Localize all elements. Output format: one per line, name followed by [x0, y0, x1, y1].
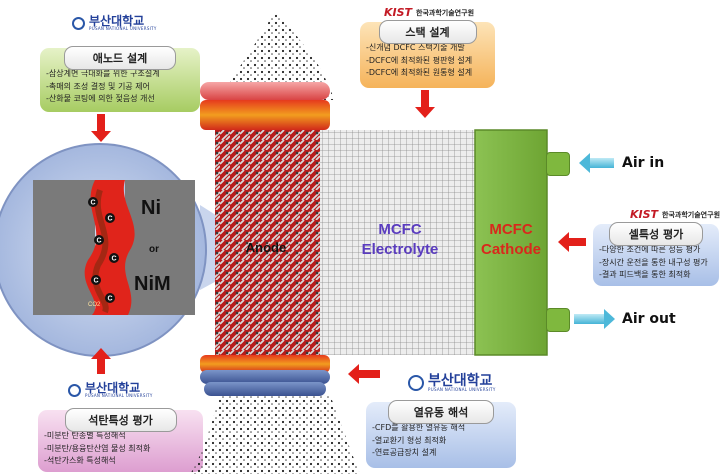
arrow-down-icon	[415, 90, 435, 118]
air-in-arrow-icon	[579, 153, 614, 173]
anode-label: Anode	[246, 240, 286, 255]
stack-design-title: 스택 설계	[378, 20, 477, 44]
cathode-body	[474, 129, 548, 356]
air-out-nozzle	[546, 308, 570, 332]
carbon-symbol: C	[94, 278, 99, 285]
carbon-particles	[88, 197, 119, 303]
bottom-band-blue-lower	[204, 382, 326, 396]
pnu-logo-title: 부산대학교	[89, 14, 145, 28]
stack-design-item: -신개념 DCFC 스택기술 개발	[366, 43, 465, 52]
air-out-label: Air out	[622, 311, 676, 327]
kist-logo: KIST 한국과학기술연구원	[630, 208, 720, 221]
coal-eval-item: -석탄가스화 특성해석	[44, 456, 116, 465]
pnu-logo-sub: PUSAN NATIONAL UNIVERSITY	[85, 393, 153, 398]
carbon-symbol: C	[97, 238, 102, 245]
air-out-arrow-icon	[574, 309, 615, 329]
stack-design-item: -DCFC에 최적화된 평판형 설계	[366, 55, 473, 65]
pnu-logo: 부산대학교 PUSAN NATIONAL UNIVERSITY	[68, 382, 153, 398]
cathode-label-1: MCFC	[489, 221, 532, 238]
pnu-logo: 부산대학교 PUSAN NATIONAL UNIVERSITY	[408, 374, 496, 392]
air-in-label: Air in	[622, 155, 665, 171]
stack-design-panel: 스택 설계 -신개념 DCFC 스택기술 개발 -DCFC에 최적화된 평판형 …	[360, 20, 495, 88]
pnu-logo-title: 부산대학교	[428, 373, 493, 389]
stack-design-item: -DCFC에 최적화된 원통형 설계	[366, 68, 473, 77]
or-label: or	[149, 244, 159, 255]
thermal-analysis-item: -CFD를 활용한 열유동 해석	[372, 423, 466, 432]
arrow-left-icon	[348, 364, 380, 384]
carbon-symbol: C	[91, 200, 96, 207]
coal-eval-item: -미분탄/용융탄산염 물성 최적화	[44, 443, 151, 453]
coal-particle-chain	[92, 189, 109, 314]
cell-eval-panel: 셀특성 평가 -다양한 조건에 따른 성능 평가 -장시간 운전을 통한 내구성…	[593, 222, 719, 286]
arrow-down-icon	[91, 114, 111, 142]
cell-eval-item: -결과 피드백을 통한 최적화	[599, 270, 691, 279]
carbon-symbol: C	[112, 256, 117, 263]
pnu-emblem-icon	[68, 383, 81, 397]
co2-label: CO2	[88, 302, 101, 308]
nim-label: NiM	[134, 273, 171, 295]
kist-logo-title: 한국과학기술연구원	[662, 210, 721, 219]
kist-mark-icon: KIST	[384, 6, 413, 19]
thermal-analysis-item: -연료공급장치 설계	[372, 448, 437, 457]
electrolyte-label-2: Electrolyte	[362, 241, 439, 258]
carbon-symbol: C	[108, 296, 113, 303]
pnu-logo-sub: PUSAN NATIONAL UNIVERSITY	[428, 387, 496, 392]
cell-eval-item: -장시간 운전을 통한 내구성 평가	[599, 257, 708, 267]
bottom-band-blue	[200, 370, 330, 384]
pnu-logo-title: 부산대학교	[85, 381, 141, 395]
kist-mark-icon: KIST	[630, 208, 659, 221]
pnu-logo-sub: PUSAN NATIONAL UNIVERSITY	[89, 26, 157, 31]
coal-powder-outlet	[190, 395, 360, 474]
ni-label: Ni	[141, 197, 161, 219]
anode-design-item: -산화물 코팅에 의한 젖음성 개선	[46, 94, 155, 103]
top-band-hot	[200, 100, 330, 130]
coal-powder-inlet	[220, 10, 335, 100]
coal-eval-title: 석탄특성 평가	[64, 408, 177, 432]
carbon-symbol: C	[108, 216, 113, 223]
anode-body	[215, 130, 320, 355]
electrolyte-label-1: MCFC	[378, 221, 421, 238]
pnu-logo: 부산대학교 PUSAN NATIONAL UNIVERSITY	[72, 15, 157, 31]
anode-zoom-illustration: Ni or NiM CO2 C C C C C C	[0, 143, 255, 357]
thermal-analysis-item: -열교환기 형성 최적화	[372, 435, 447, 445]
coal-eval-panel: 석탄특성 평가 -미분탄 탄종별 특성해석 -미분탄/용융탄산염 물성 최적화 …	[38, 408, 203, 472]
arrow-left-icon	[558, 232, 586, 252]
pnu-emblem-icon	[72, 16, 85, 30]
kist-logo-title: 한국과학기술연구원	[416, 8, 475, 17]
bottom-band-hot	[200, 355, 330, 373]
anode-design-panel: 애노드 설계 -삼상계면 극대화를 위한 구조설계 -촉매의 조성 결정 및 기…	[40, 46, 200, 112]
cathode-label-2: Cathode	[481, 241, 541, 258]
kist-logo: KIST 한국과학기술연구원	[384, 6, 474, 19]
anode-design-item: -삼상계면 극대화를 위한 구조설계	[46, 69, 160, 78]
cell-eval-item: -다양한 조건에 따른 성능 평가	[599, 245, 701, 254]
cell-eval-title: 셀특성 평가	[609, 222, 703, 246]
coal-eval-item: -미분탄 탄종별 특성해석	[44, 431, 126, 440]
pnu-emblem-icon	[408, 375, 424, 391]
anode-design-item: -촉매의 조성 결정 및 기공 제어	[46, 81, 150, 91]
thermal-analysis-panel: 열유동 해석 -CFD를 활용한 열유동 해석 -열교환기 형성 최적화 -연료…	[366, 400, 516, 468]
dcfc-stack-illustration: Anode MCFC Electrolyte MCFC Cathode	[190, 10, 548, 474]
anode-design-title: 애노드 설계	[64, 46, 176, 70]
thermal-analysis-title: 열유동 해석	[388, 400, 494, 424]
arrow-up-icon	[91, 348, 111, 374]
metal-grain-left	[33, 180, 95, 315]
electrolyte-body	[320, 130, 475, 355]
air-in-nozzle	[546, 152, 570, 176]
top-band-pink	[200, 82, 330, 100]
metal-grain-right	[125, 180, 195, 315]
